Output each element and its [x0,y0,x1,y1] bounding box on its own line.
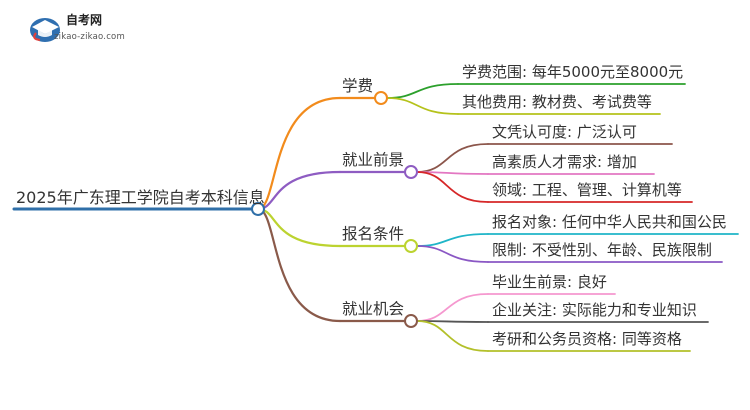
leaf-fields: 领域: 工程、管理、计算机等 [492,181,682,199]
leaf-link-3-2 [416,320,489,352]
leaf-link-1-0 [416,143,489,173]
branch-node-circle-3 [404,314,418,328]
leaf-link-2-1 [416,245,489,263]
graduation-cap-icon [30,18,60,42]
branch-node-circle-1 [404,165,418,179]
leaf-link-1-2 [416,171,489,203]
leaf-talent-demand: 高素质人才需求: 增加 [492,153,637,171]
leaf-link-3-0 [416,293,489,322]
branch-registration-conditions: 报名条件 [342,225,405,243]
leaf-diploma-recognition: 文凭认可度: 广泛认可 [492,123,637,141]
branch-employment-opportunities: 就业机会 [342,300,405,318]
leaf-other-fees: 其他费用: 教材费、考试费等 [462,93,652,111]
leaf-employer-focus: 企业关注: 实际能力和专业知识 [492,301,697,319]
leaf-graduate-outlook: 毕业生前景: 良好 [492,273,607,291]
branch-link-3 [256,207,342,323]
root-topic: 2025年广东理工学院自考本科信息 [16,188,265,207]
logo-title: 自考网 [66,13,103,27]
leaf-link-0-0 [386,83,459,99]
leaf-tuition-range: 学费范围: 每年5000元至8000元 [462,63,684,81]
branch-node-circle-0 [374,91,388,105]
leaf-link-0-1 [386,97,459,115]
root-node-circle [251,202,265,216]
leaf-restrictions: 限制: 不受性别、年龄、民族限制 [492,241,712,259]
branch-employment-prospects: 就业前景 [342,151,405,169]
leaf-exam-qualification: 考研和公务员资格: 同等资格 [492,330,682,348]
branch-tuition: 学费 [342,77,374,95]
branch-node-circle-2 [404,239,418,253]
branch-link-0 [256,96,342,211]
leaf-eligible-applicants: 报名对象: 任何中华人民共和国公民 [492,213,727,231]
logo-url: zikao-zikao.com [54,32,125,42]
leaf-link-2-0 [416,233,489,247]
